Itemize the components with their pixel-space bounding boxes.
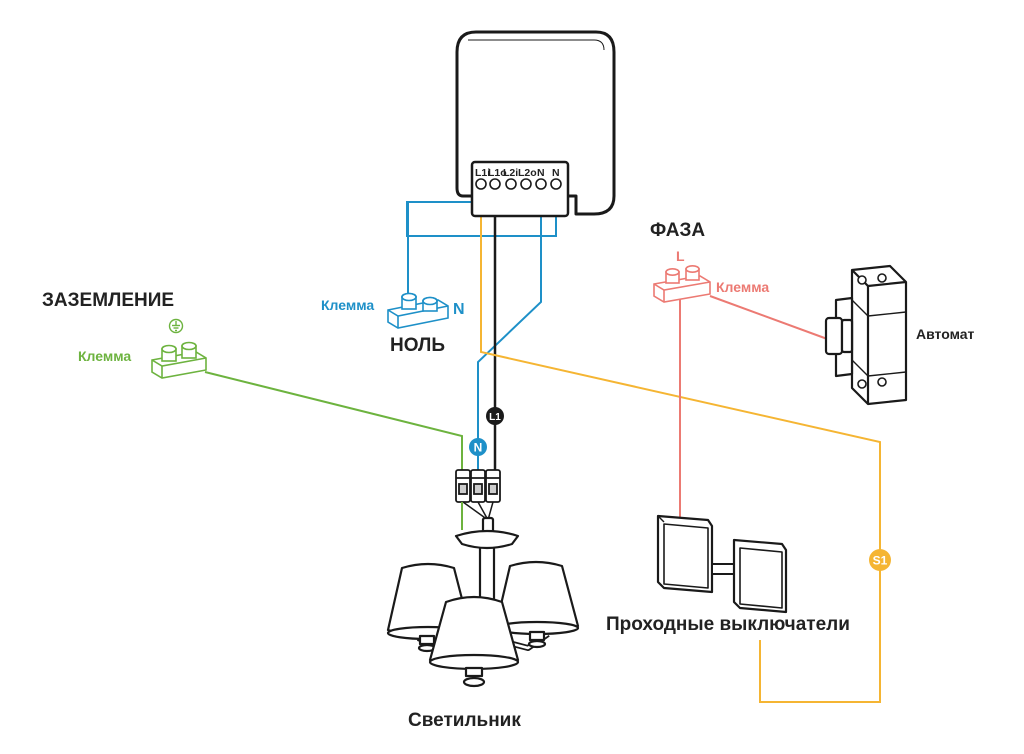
svg-text:L1: L1 — [489, 412, 501, 423]
phase-title: ФАЗА — [650, 220, 706, 241]
neutral-clamp — [387, 292, 449, 329]
terminal-label-n1: N — [537, 167, 545, 179]
phase-clamp-label: Клемма — [716, 279, 770, 295]
badge-l1: L1 — [486, 407, 504, 425]
lamp-terminal-block — [455, 469, 501, 521]
ground-title: ЗАЗЕМЛЕНИЕ — [42, 290, 175, 311]
terminal-label-l2o: L2o — [518, 167, 537, 179]
pass-through-switch-left — [656, 514, 714, 594]
switches-label: Проходные выключатели — [606, 614, 850, 635]
svg-text:N: N — [474, 441, 483, 455]
terminal-labels: L1i L1o L2i L2o N N — [475, 167, 560, 179]
terminal-label-l1i: L1i — [475, 167, 490, 179]
badge-n: N — [469, 438, 487, 456]
neutral-clamp-label: Клемма — [321, 297, 375, 313]
badge-s1: S1 — [869, 549, 891, 571]
terminal-label-l1o: L1o — [488, 167, 507, 179]
terminal-label-n2: N — [552, 167, 560, 179]
neutral-wire-to-clamp — [406, 196, 557, 298]
ground-clamp-label: Клемма — [78, 348, 132, 364]
phase-wire-breaker — [709, 295, 831, 341]
phase-letter: L — [676, 248, 685, 264]
svg-text:S1: S1 — [873, 554, 888, 568]
terminal-label-l2i: L2i — [503, 167, 518, 179]
phase-clamp — [653, 264, 711, 303]
lamp-label: Светильник — [408, 710, 521, 731]
chandelier — [386, 516, 580, 688]
switch-connector — [711, 563, 735, 575]
ground-clamp — [151, 341, 207, 379]
pass-through-switch-right — [732, 538, 788, 614]
neutral-title: НОЛЬ — [390, 335, 446, 356]
ground-wire — [204, 371, 463, 525]
circuit-breaker — [824, 264, 908, 406]
relay-module: L1i L1o L2i L2o N N — [455, 30, 616, 218]
neutral-letter: N — [453, 301, 465, 318]
terminal-screws — [475, 178, 562, 190]
s1-wire — [480, 182, 881, 703]
neutral-wire-to-lamp — [477, 188, 542, 470]
breaker-label: Автомат — [916, 326, 975, 342]
ground-icon — [168, 318, 184, 334]
